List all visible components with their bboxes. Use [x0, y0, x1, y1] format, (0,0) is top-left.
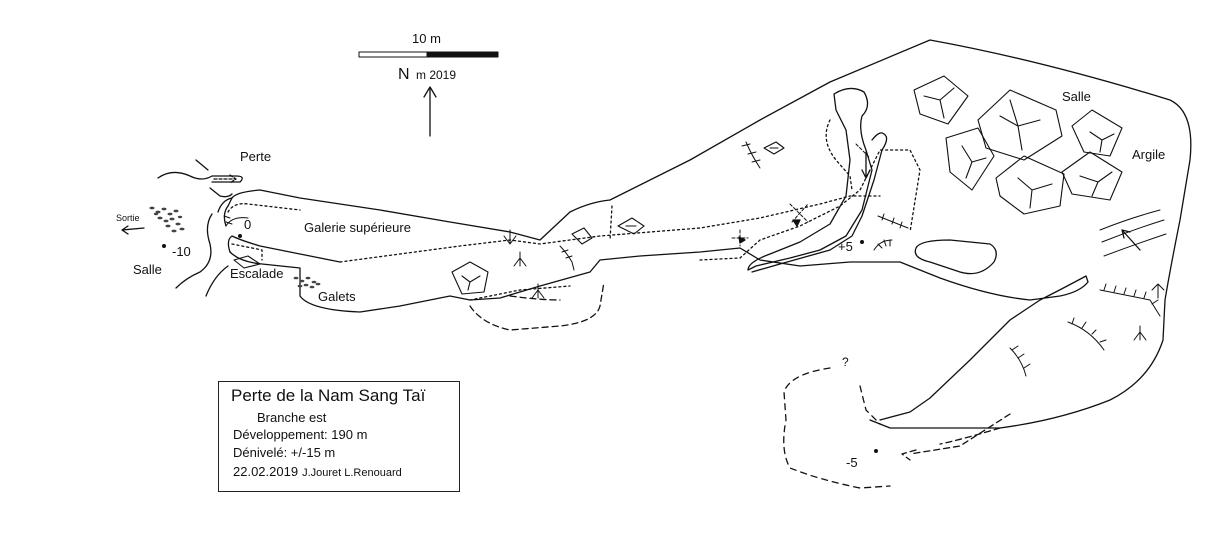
- inner-pillar: [747, 87, 873, 271]
- legend-title: Perte de la Nam Sang Taï: [231, 386, 426, 405]
- label-depth-m5: -5: [846, 455, 858, 470]
- legend-elevation: Dénivelé: +/-15 m: [233, 445, 336, 460]
- pebbles-sortie: [149, 206, 185, 233]
- label-depth-0: 0: [244, 217, 251, 232]
- legend-authors: J.Jouret L.Renouard: [302, 467, 402, 479]
- north-label: N: [398, 66, 410, 83]
- label-escalade: Escalade: [230, 266, 283, 281]
- label-depth-p5: +5: [838, 239, 853, 254]
- perte-stream: [157, 171, 243, 183]
- legend-subtitle: Branche est: [257, 410, 327, 425]
- pebbles-galets: [293, 276, 321, 289]
- north-arrow-icon: [423, 86, 437, 137]
- label-perte: Perte: [240, 149, 271, 164]
- flow-arrow-bottom-icon: [901, 413, 1011, 461]
- cave-outline-main: [227, 39, 1192, 429]
- label-salle-west: Salle: [133, 262, 162, 277]
- cave-entrance-lip: [205, 265, 229, 297]
- draught-symbols: [503, 143, 1165, 341]
- legend-box: Perte de la Nam Sang Taï Branche est Dév…: [218, 381, 460, 492]
- label-galerie-superieure: Galerie supérieure: [304, 220, 411, 235]
- cave-outline-south: [229, 247, 1089, 421]
- label-depth-m10: -10: [172, 244, 191, 259]
- slope-hachures: [559, 141, 1167, 377]
- sortie-arrow-icon: [121, 225, 145, 235]
- flow-arrow-down-icon: [861, 151, 871, 179]
- north-suffix: m 2019: [416, 68, 456, 82]
- cave-outline-north-wall: [223, 205, 229, 227]
- label-question: ?: [842, 355, 849, 369]
- cave-outline-left-wall: [227, 235, 341, 263]
- perte-flow-arrow-icon: [213, 174, 237, 184]
- label-salle-east: Salle: [1062, 89, 1091, 104]
- upper-gallery-dotted: [227, 195, 881, 263]
- legend-development: Développement: 190 m: [233, 427, 368, 442]
- station-points: [162, 234, 878, 453]
- scale-label: 10 m: [412, 31, 441, 46]
- label-galets: Galets: [318, 289, 356, 304]
- legend-date: 22.02.2019: [233, 464, 299, 479]
- label-argile: Argile: [1132, 147, 1165, 162]
- scale-bar: [358, 51, 499, 58]
- label-sortie: Sortie: [116, 213, 140, 223]
- unexplored-branch-dashed: [783, 367, 891, 489]
- lower-bypass-dashed: [469, 281, 605, 331]
- rock-blocks: [233, 75, 1123, 295]
